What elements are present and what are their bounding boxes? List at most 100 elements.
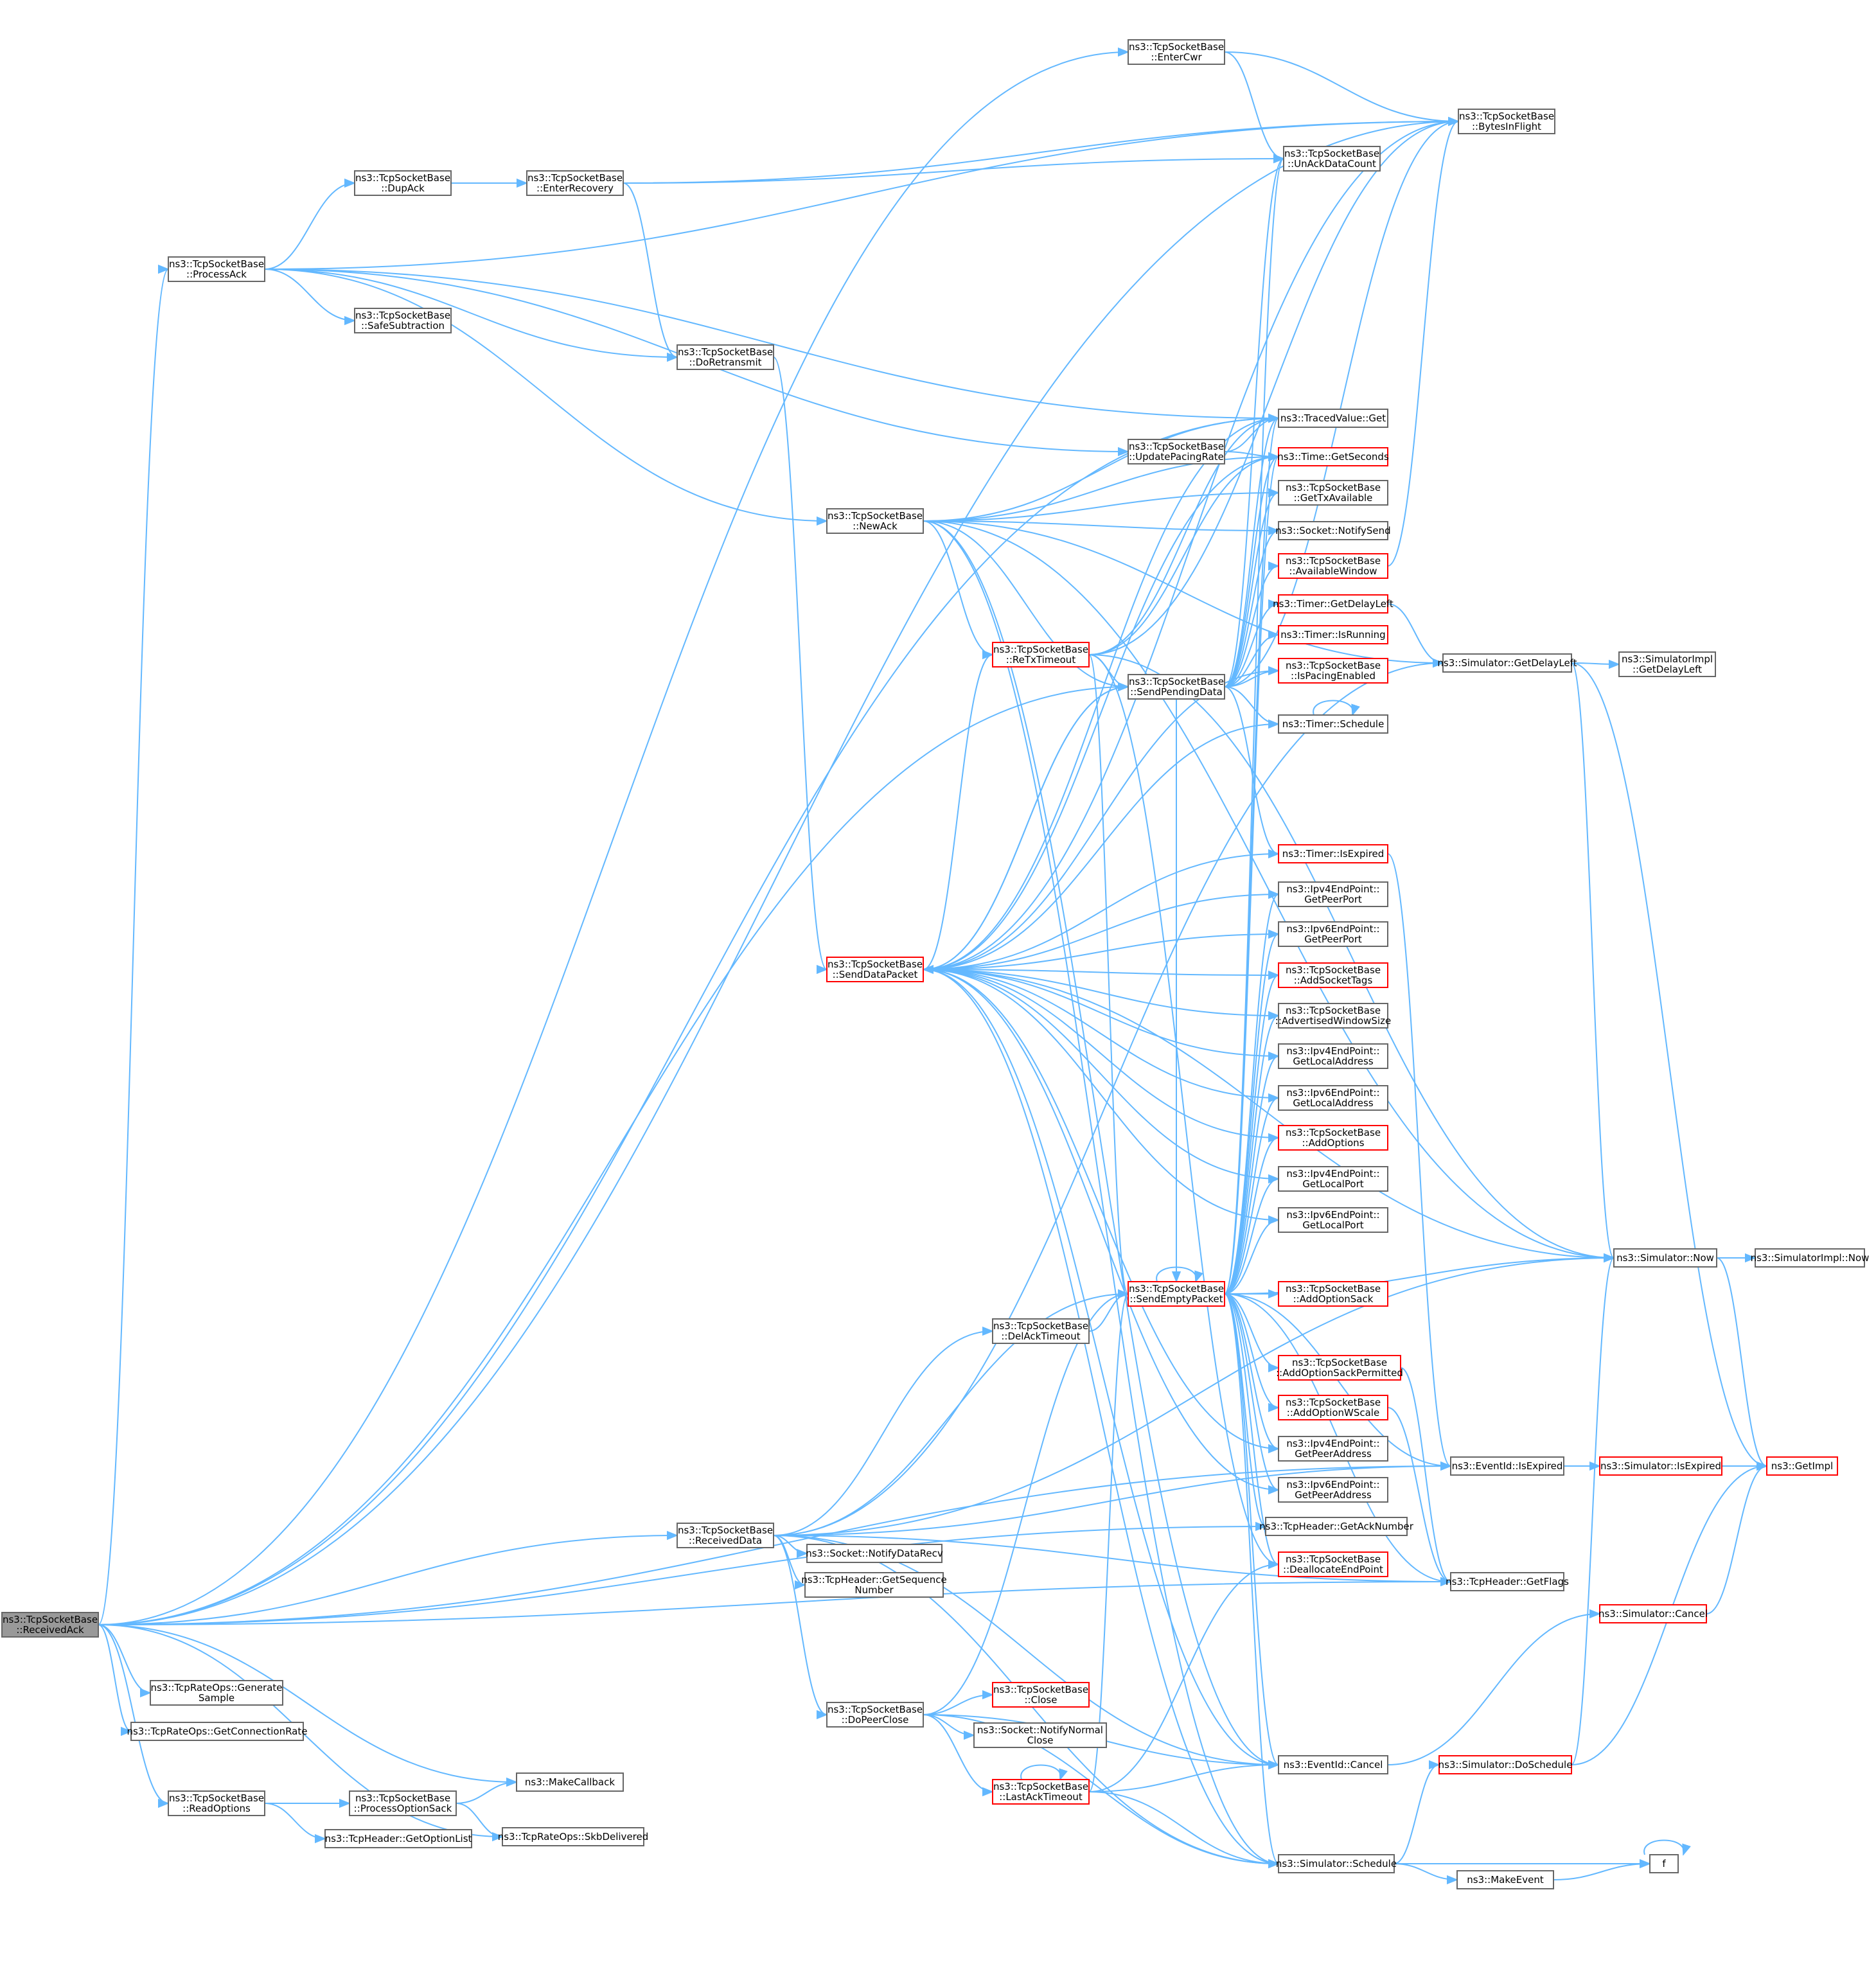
node-DeallocateEndPoint[interactable]: ns3::TcpSocketBase::DeallocateEndPoint <box>1278 1551 1388 1577</box>
node-Ipv4GetLocalPort[interactable]: ns3::Ipv4EndPoint::GetLocalPort <box>1278 1166 1388 1192</box>
node-Ipv4GetPeerPort[interactable]: ns3::Ipv4EndPoint::GetPeerPort <box>1278 881 1388 907</box>
node-SimGetDelayLeft[interactable]: ns3::Simulator::GetDelayLeft <box>1437 653 1577 673</box>
node-box <box>516 1772 624 1792</box>
node-label-line: ns3::TcpSocketBase <box>3 1614 98 1625</box>
edge-SendEmptyPacket-to-AddSocketTags <box>1224 971 1280 1295</box>
node-TimerIsExpired[interactable]: ns3::Timer::IsExpired <box>1278 844 1388 863</box>
node-ReceivedAck[interactable]: ns3::TcpSocketBase::ReceivedAck <box>1 1612 99 1638</box>
node-TimerIsRunning[interactable]: ns3::Timer::IsRunning <box>1278 625 1388 644</box>
node-SimNow[interactable]: ns3::Simulator::Now <box>1613 1248 1717 1268</box>
node-Ipv4GetLocalAddress[interactable]: ns3::Ipv4EndPoint::GetLocalAddress <box>1278 1043 1388 1069</box>
node-SimImplNow[interactable]: ns3::SimulatorImpl::Now <box>1751 1248 1870 1268</box>
node-DelAckTimeout[interactable]: ns3::TcpSocketBase::DelAckTimeout <box>992 1318 1090 1344</box>
node-SendDataPacket[interactable]: ns3::TcpSocketBase::SendDataPacket <box>826 957 924 982</box>
node-BytesInFlight[interactable]: ns3::TcpSocketBase::BytesInFlight <box>1458 109 1555 134</box>
node-SafeSubtraction[interactable]: ns3::TcpSocketBase::SafeSubtraction <box>354 308 452 333</box>
node-label-line: ns3::TcpRateOps::SkbDelivered <box>498 1831 649 1843</box>
edge-SendPendingData-to-GetTxAvailable <box>1224 488 1280 687</box>
node-AddOptions[interactable]: ns3::TcpSocketBase::AddOptions <box>1278 1125 1388 1151</box>
edge-ReceivedData-to-EventIdIsExpired <box>773 1461 1452 1536</box>
node-MakeCallback[interactable]: ns3::MakeCallback <box>516 1772 624 1792</box>
node-label-line: ::LastAckTimeout <box>999 1791 1083 1803</box>
node-AddSocketTags[interactable]: ns3::TcpSocketBase::AddSocketTags <box>1278 962 1388 988</box>
node-box <box>1456 1870 1554 1889</box>
node-TimerGetDelayLeft[interactable]: ns3::Timer::GetDelayLeft <box>1273 594 1394 614</box>
node-DoSchedule[interactable]: ns3::Simulator::DoSchedule <box>1438 1755 1573 1774</box>
node-f[interactable]: f <box>1649 1854 1679 1873</box>
node-Ipv6GetLocalAddress[interactable]: ns3::Ipv6EndPoint::GetLocalAddress <box>1278 1085 1388 1111</box>
node-ProcessAck[interactable]: ns3::TcpSocketBase::ProcessAck <box>168 256 265 282</box>
node-label-line: ns3::Ipv4EndPoint:: <box>1286 1045 1379 1057</box>
node-Ipv6GetPeerPort[interactable]: ns3::Ipv6EndPoint::GetPeerPort <box>1278 921 1388 947</box>
node-UpdatePacingRate[interactable]: ns3::TcpSocketBase::UpdatePacingRate <box>1128 439 1225 464</box>
node-ProcessOptionSack[interactable]: ns3::TcpSocketBase::ProcessOptionSack <box>349 1790 457 1816</box>
node-IsPacingEnabled[interactable]: ns3::TcpSocketBase::IsPacingEnabled <box>1278 658 1388 684</box>
node-SimIsExpired[interactable]: ns3::Simulator::IsExpired <box>1599 1456 1722 1476</box>
node-Close[interactable]: ns3::TcpSocketBase::Close <box>992 1682 1090 1708</box>
node-label-line: ::UpdatePacingRate <box>1129 451 1224 463</box>
node-DoPeerClose[interactable]: ns3::TcpSocketBase::DoPeerClose <box>826 1702 924 1728</box>
edge-SendEmptyPacket-to-SimSchedule <box>1224 1293 1280 1868</box>
edge-DoSchedule-to-SimNow <box>1571 1253 1615 1765</box>
node-label-line: ns3::EventId::IsExpired <box>1452 1460 1563 1472</box>
node-GetOptionList[interactable]: ns3::TcpHeader::GetOptionList <box>324 1829 472 1848</box>
node-GetConnectionRate[interactable]: ns3::TcpRateOps::GetConnectionRate <box>127 1722 308 1741</box>
node-GetTxAvailable[interactable]: ns3::TcpSocketBase::GetTxAvailable <box>1278 480 1388 506</box>
node-AddOptionSack[interactable]: ns3::TcpSocketBase::AddOptionSack <box>1278 1281 1388 1307</box>
node-UnAckDataCount[interactable]: ns3::TcpSocketBase::UnAckDataCount <box>1283 146 1381 172</box>
node-DupAck[interactable]: ns3::TcpSocketBase::DupAck <box>354 170 452 196</box>
node-LastAckTimeout[interactable]: ns3::TcpSocketBase::LastAckTimeout <box>992 1779 1090 1805</box>
node-AdvertisedWindowSize[interactable]: ns3::TcpSocketBase::AdvertisedWindowSize <box>1275 1003 1391 1029</box>
edge-NewAck-to-SimGetDelayLeft <box>923 520 1444 668</box>
node-SimImplGetDelayLeft[interactable]: ns3::SimulatorImpl::GetDelayLeft <box>1618 651 1716 677</box>
edge-ReceivedData-to-DelAckTimeout <box>773 1326 994 1536</box>
node-label-line: ns3::TcpSocketBase <box>1286 482 1381 493</box>
edge-SendPendingData-to-TimeGetSeconds <box>1224 452 1280 687</box>
node-EnterCwr[interactable]: ns3::TcpSocketBase::EnterCwr <box>1128 39 1225 65</box>
edge-LastAckTimeout-to-SimSchedule <box>1088 1791 1280 1869</box>
node-box <box>992 1682 1090 1708</box>
edge-SendDataPacket-to-AddSocketTags <box>923 969 1280 980</box>
node-Ipv6GetLocalPort[interactable]: ns3::Ipv6EndPoint::GetLocalPort <box>1278 1207 1388 1233</box>
node-SimCancel[interactable]: ns3::Simulator::Cancel <box>1598 1604 1708 1623</box>
node-AddOptionSackPermitted[interactable]: ns3::TcpSocketBase::AddOptionSackPermitt… <box>1276 1355 1403 1381</box>
node-EventIdCancel[interactable]: ns3::EventId::Cancel <box>1278 1755 1388 1774</box>
node-NewAck[interactable]: ns3::TcpSocketBase::NewAck <box>826 508 924 534</box>
node-box <box>1278 714 1388 734</box>
node-label-line: GetPeerPort <box>1304 933 1362 945</box>
node-ReTxTimeout[interactable]: ns3::TcpSocketBase::ReTxTimeout <box>992 642 1090 667</box>
node-SendEmptyPacket[interactable]: ns3::TcpSocketBase::SendEmptyPacket <box>1128 1281 1225 1307</box>
node-MakeEvent[interactable]: ns3::MakeEvent <box>1456 1870 1554 1889</box>
node-Ipv4GetPeerAddress[interactable]: ns3::Ipv4EndPoint::GetPeerAddress <box>1278 1436 1388 1462</box>
node-EventIdIsExpired[interactable]: ns3::EventId::IsExpired <box>1450 1456 1564 1476</box>
edge-SendEmptyPacket-to-Ipv6GetPeerAddress <box>1224 1293 1280 1495</box>
node-NotifySend[interactable]: ns3::Socket::NotifySend <box>1275 521 1391 540</box>
node-label-line: ns3::TcpSocketBase <box>1286 1553 1381 1565</box>
node-AvailableWindow[interactable]: ns3::TcpSocketBase::AvailableWindow <box>1278 553 1388 579</box>
edge-EnterCwr-to-BytesInFlight <box>1224 51 1460 127</box>
node-GetImpl[interactable]: ns3::GetImpl <box>1766 1456 1838 1476</box>
node-label-line: ::GetTxAvailable <box>1294 492 1373 504</box>
node-SimSchedule[interactable]: ns3::Simulator::Schedule <box>1276 1854 1397 1873</box>
node-EnterRecovery[interactable]: ns3::TcpSocketBase::EnterRecovery <box>526 170 624 196</box>
node-TimeGetSeconds[interactable]: ns3::Time::GetSeconds <box>1277 447 1389 466</box>
node-ReceivedData[interactable]: ns3::TcpSocketBase::ReceivedData <box>677 1523 774 1548</box>
node-ReadOptions[interactable]: ns3::TcpSocketBase::ReadOptions <box>168 1790 265 1816</box>
node-TracedValueGet[interactable]: ns3::TracedValue::Get <box>1278 409 1388 428</box>
node-box <box>1278 881 1388 907</box>
node-AddOptionWScale[interactable]: ns3::TcpSocketBase::AddOptionWScale <box>1278 1395 1388 1420</box>
node-GetAckNumber[interactable]: ns3::TcpHeader::GetAckNumber <box>1259 1517 1414 1536</box>
node-label-line: ns3::Ipv4EndPoint:: <box>1286 883 1379 895</box>
node-SendPendingData[interactable]: ns3::TcpSocketBase::SendPendingData <box>1128 674 1225 700</box>
node-layer: ns3::TcpSocketBase::ReceivedAckns3::TcpS… <box>1 39 1870 1889</box>
node-SkbDelivered[interactable]: ns3::TcpRateOps::SkbDelivered <box>498 1827 649 1846</box>
edge-NewAck-to-TimeGetSeconds <box>923 452 1280 522</box>
node-NotifyDataRecv[interactable]: ns3::Socket::NotifyDataRecv <box>806 1544 943 1563</box>
node-DoRetransmit[interactable]: ns3::TcpSocketBase::DoRetransmit <box>677 344 774 370</box>
node-GetFlags[interactable]: ns3::TcpHeader::GetFlags <box>1446 1572 1569 1591</box>
node-TimerSchedule[interactable]: ns3::Timer::Schedule <box>1278 714 1388 734</box>
node-Ipv6GetPeerAddress[interactable]: ns3::Ipv6EndPoint::GetPeerAddress <box>1278 1477 1388 1503</box>
